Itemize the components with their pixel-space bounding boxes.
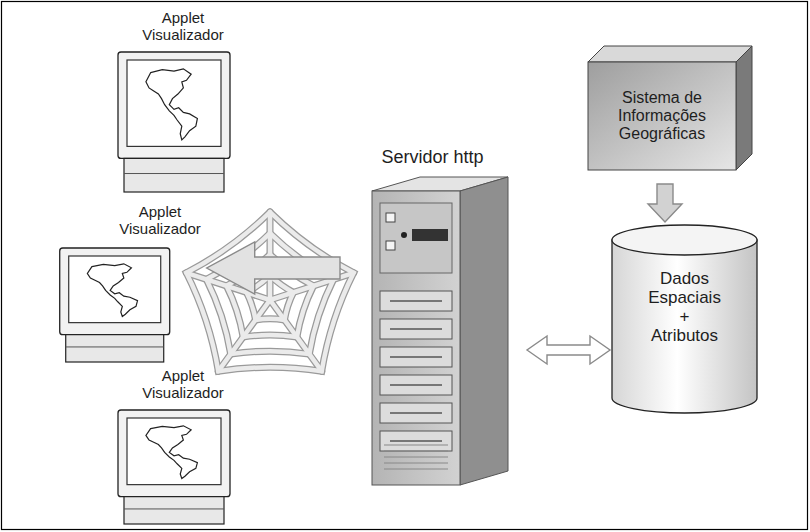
monitor-base-line <box>66 346 164 347</box>
monitor-base <box>66 335 164 362</box>
monitor-base <box>124 497 224 524</box>
drive-bay <box>380 319 452 339</box>
tower-button <box>386 241 395 250</box>
tower-button <box>386 213 395 222</box>
box-side <box>736 46 752 170</box>
tower-front <box>372 191 460 485</box>
block-arrow <box>207 242 340 294</box>
vent-line <box>384 451 448 452</box>
drive-bay <box>380 291 452 311</box>
drive-slot <box>390 440 442 442</box>
client-computer: Applet Visualizador <box>112 8 234 194</box>
drive-slot <box>390 328 442 330</box>
monitor-base-line <box>124 508 224 509</box>
monitor-case <box>118 52 230 158</box>
drive-slot <box>390 300 442 302</box>
client-computer: Applet Visualizador <box>112 366 234 526</box>
server-label: Servidor http <box>381 147 483 167</box>
block-arrow <box>648 184 682 222</box>
monitor-screen <box>69 256 161 323</box>
tower-panel <box>380 203 452 273</box>
web-symbol <box>186 212 353 371</box>
box-front <box>588 62 736 170</box>
drive-bay <box>380 431 452 451</box>
client-label: Applet Visualizador <box>142 368 223 402</box>
tower-led <box>401 232 407 238</box>
cylinder-top <box>612 225 757 255</box>
system-box: Sistema de Informações Geográficas <box>588 62 736 170</box>
node-label: Sistema de Informações Geográficas <box>618 89 706 143</box>
block-arrow <box>527 336 610 364</box>
node-label: Dados Espaciais + Atributos <box>648 269 721 345</box>
client-label: Applet Visualizador <box>119 204 200 238</box>
cylinder-body <box>612 240 757 413</box>
drive-bay <box>380 375 452 395</box>
vent-line <box>384 469 448 470</box>
database-cylinder: Dados Espaciais + Atributos <box>612 225 757 413</box>
vent-line <box>384 457 448 458</box>
box-top <box>588 46 752 62</box>
drive-slot <box>390 412 442 414</box>
web-strand <box>186 212 353 371</box>
drive-bay <box>380 347 452 367</box>
node-illustration <box>340 145 525 490</box>
map-outline <box>146 426 197 479</box>
monitor-case <box>60 248 170 335</box>
web-strand <box>186 212 353 371</box>
monitor-screen <box>127 60 221 146</box>
drive-slot <box>390 356 442 358</box>
map-outline <box>146 69 197 140</box>
map-outline <box>88 264 138 317</box>
monitor-case <box>118 410 230 497</box>
tower-display <box>412 229 448 241</box>
drive-slot <box>390 384 442 386</box>
drive-bay <box>380 403 452 423</box>
client-computer: Applet Visualizador <box>47 202 206 364</box>
vent-line <box>384 463 448 464</box>
monitor-base <box>124 158 224 192</box>
monitor-base-line <box>124 173 224 174</box>
vent-line <box>384 445 448 446</box>
tower-side <box>460 177 508 485</box>
server-tower: Servidor http <box>340 145 525 490</box>
client-label: Applet Visualizador <box>142 10 223 44</box>
monitor-screen <box>127 418 221 485</box>
